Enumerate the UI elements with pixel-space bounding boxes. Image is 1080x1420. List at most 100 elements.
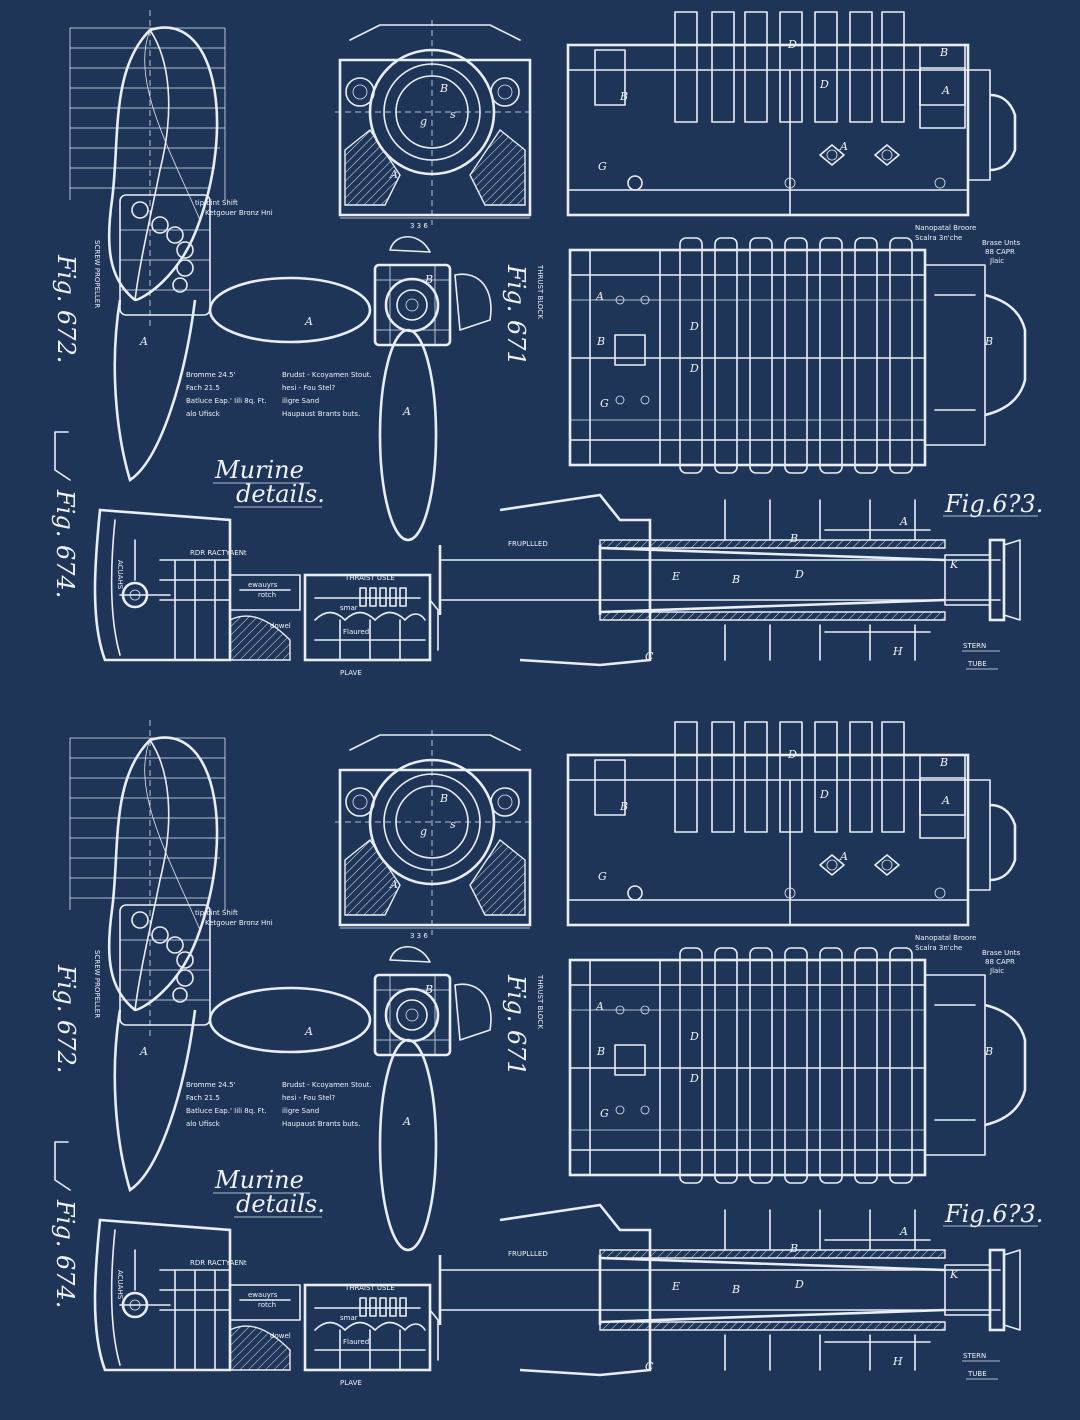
plate-label: PLAVE — [340, 669, 362, 677]
plate-label: PLAVE — [340, 1379, 362, 1387]
label-B: B — [939, 756, 948, 769]
label-s: s — [450, 108, 456, 121]
spec-col1-0: Bromme 24.5' — [186, 1081, 236, 1089]
label-B: B — [439, 82, 448, 95]
screw-propeller-label: SCREW PROPELLER — [93, 240, 101, 308]
spec-col2-3: Haupaust Brants buts. — [282, 410, 360, 418]
screw-propeller-figure: tip oint Shift Ketgouer Bronz Hni A SCRE… — [52, 10, 273, 483]
label-A: A — [941, 84, 950, 97]
thrust-shoe-collars — [359, 587, 407, 607]
spec-col1-3: alo Ufisck — [186, 410, 221, 418]
label-G: G — [600, 397, 609, 410]
label-A: A — [899, 1225, 908, 1238]
thrust-usle-label: THRAIST USLE — [344, 574, 395, 582]
drawing-title: Murine details. — [213, 1166, 325, 1218]
three-blade-propeller: A A B — [208, 236, 492, 542]
spec-notes: Bromme 24.5' Fach 21.5 Batluce Eap.' Iil… — [186, 371, 372, 418]
spec-col2-0: Brudst - Kcoyamen Stout. — [282, 371, 372, 379]
blueprint-drawing: tip oint Shift Ketgouer Bronz Hni A SCRE… — [51, 10, 1043, 677]
fig-673-label: Fig.6?3. — [944, 490, 1043, 518]
thrust-collars-plan — [679, 947, 913, 1184]
nanopatal-note-1: Nanopatal Broore — [915, 224, 976, 232]
screw-propeller-figure: tip oint Shift Ketgouer Bronz Hni A SCRE… — [52, 720, 273, 1193]
thrust-block-top: B G A B A D D — [566, 721, 1017, 927]
fiaured-label: Flaured — [343, 628, 369, 636]
label-A: A — [941, 794, 950, 807]
dimension-36: 3 3 6 — [410, 932, 428, 940]
nanopatal-note-2: Scalra 3n'che — [915, 234, 962, 242]
brase-note-3: Jlaic — [989, 257, 1004, 265]
shaft-note-2: Ketgouer Bronz Hni — [205, 919, 273, 927]
label-G: G — [598, 160, 607, 173]
frupllled-label: FRUPLLLED — [508, 1250, 548, 1258]
fig-672-label: Fig. 672. — [52, 964, 80, 1073]
spec-col2-1: hesi - Fou Stel? — [282, 1094, 335, 1102]
spec-col2-3: Haupaust Brants buts. — [282, 1120, 360, 1128]
propeller-lower-blade — [113, 299, 197, 483]
thrust-block-label: THRUST BLOCK — [536, 974, 544, 1029]
label-D: D — [794, 568, 804, 581]
shaft-note-1: tip oint Shift — [195, 909, 238, 917]
thrust-block-plan: Nanopatal Broore Scalra 3n'che Brase Unt… — [568, 224, 1027, 474]
label-A: A — [402, 405, 411, 418]
fig-673-label: Fig.6?3. — [944, 1200, 1043, 1228]
label-C: C — [645, 650, 654, 663]
label-H: H — [892, 1355, 903, 1368]
stern-tube-studs — [724, 499, 931, 661]
label-D: D — [819, 78, 829, 91]
spec-col2-1: hesi - Fou Stel? — [282, 384, 335, 392]
propeller-construction-lines — [69, 720, 226, 1040]
thrust-shoe-detail: THRAIST USLE smar Flaured PLAVE — [303, 1283, 439, 1387]
label-s: s — [450, 818, 456, 831]
brase-note-1: Brase Unts — [982, 949, 1020, 957]
shaft-note-1: tip oint Shift — [195, 199, 238, 207]
thrust-shoe-collars — [359, 1297, 407, 1317]
title-line-2: details. — [236, 480, 325, 508]
label-D: D — [819, 788, 829, 801]
fig-674-label: Fig. 674. — [51, 1199, 79, 1308]
aghip-label: ewauyrs — [248, 581, 278, 589]
propeller-blade — [107, 736, 219, 1012]
label-D: D — [787, 748, 797, 761]
rdr-label: RDR RACTYAENt — [190, 1259, 247, 1267]
brase-note-2: 88 CAPR — [985, 958, 1015, 966]
drawing-title: Murine details. — [213, 456, 325, 508]
rotch-label: rotch — [258, 1301, 276, 1309]
thrust-block-label: THRUST BLOCK — [536, 264, 544, 319]
title-line-1: Murine — [214, 1166, 304, 1194]
thrust-block-top: B G A B A D D — [566, 11, 1017, 217]
label-A: A — [899, 515, 908, 528]
frupllled-label: FRUPLLLED — [508, 540, 548, 548]
stern-tube: Fig.6?3. FRUPLLLED STERN TUBE E B D B A … — [438, 490, 1043, 670]
label-A: A — [304, 1025, 313, 1038]
blueprint-sheet-bottom: tip oint Shift Ketgouer Bronz Hni A SCRE… — [0, 710, 1080, 1420]
label-K: K — [949, 1268, 959, 1281]
label-A: A — [839, 140, 848, 153]
spec-col1-2: Batluce Eap.' Iili 8q. Ft. — [186, 397, 267, 405]
label-B: B — [596, 1045, 605, 1058]
spec-col1-0: Bromme 24.5' — [186, 371, 236, 379]
label-B: B — [939, 46, 948, 59]
smar-label: smar — [340, 604, 358, 612]
spec-col2-2: iligre Sand — [282, 1107, 319, 1115]
stern-tube-studs — [724, 1209, 931, 1371]
dowel-label: dowel — [270, 622, 291, 630]
nanopatal-note-1: Nanopatal Broore — [915, 934, 976, 942]
spec-col1-2: Batluce Eap.' Iili 8q. Ft. — [186, 1107, 267, 1115]
brase-note-1: Brase Unts — [982, 239, 1020, 247]
rudder-detail: Fig. 674. RDR RACTYAENt ACUAHS ewauyrs r… — [51, 1199, 301, 1372]
label-D: D — [787, 38, 797, 51]
rotch-label: rotch — [258, 591, 276, 599]
nanopatal-note-2: Scalra 3n'che — [915, 944, 962, 952]
label-A: A — [139, 335, 148, 348]
thrust-collars-plan — [679, 237, 913, 474]
dowel-label: dowel — [270, 1332, 291, 1340]
thrust-shoe-detail: THRAIST USLE smar Flaured PLAVE — [303, 573, 439, 677]
label-D: D — [689, 320, 699, 333]
spec-col1-1: Fach 21.5 — [186, 384, 220, 392]
label-H: H — [892, 645, 903, 658]
screw-propeller-label: SCREW PROPELLER — [93, 950, 101, 1018]
propeller-hub — [119, 194, 211, 316]
stern-tube: Fig.6?3. FRUPLLLED STERN TUBE E B D B A … — [438, 1200, 1043, 1380]
label-G: G — [600, 1107, 609, 1120]
